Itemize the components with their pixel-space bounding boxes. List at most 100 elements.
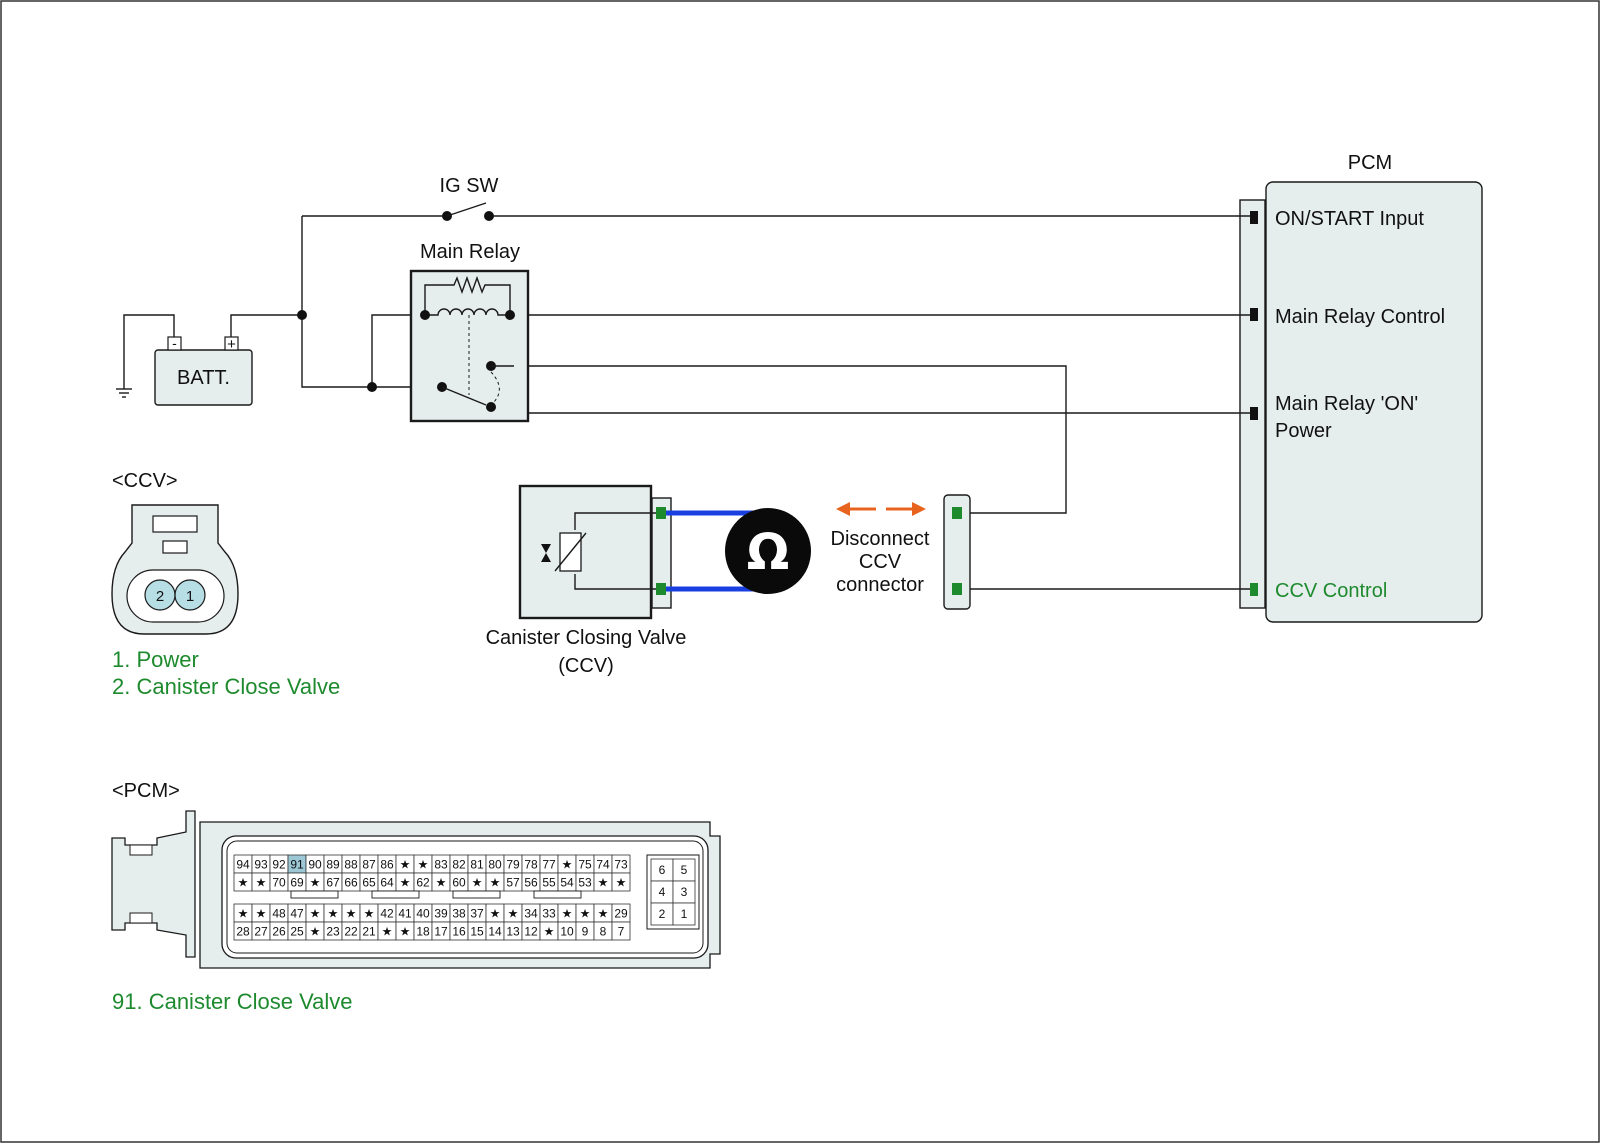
pcm-pin-number: ★: [580, 907, 591, 921]
pcm-pin-number: 18: [416, 925, 430, 939]
pcm-pin-number: 42: [380, 907, 394, 921]
pcm-pin-number: 88: [344, 858, 358, 872]
pcm-pin-number: ★: [616, 876, 627, 890]
pcm-pin-number: 25: [290, 925, 304, 939]
harness-pin-marker: [952, 507, 962, 519]
pcm-pin-number: ★: [382, 925, 393, 939]
pcm-pin-number: 10: [560, 925, 574, 939]
harness-connector-body: [943, 494, 971, 610]
pcm-connector-plug: [111, 810, 196, 958]
ccv-pin-1-label: 1: [186, 588, 194, 605]
pcm-pin-ccv-control: CCV Control: [1275, 580, 1387, 602]
pcm-small-pin-number: 6: [659, 863, 666, 877]
pcm-pin-number: 12: [524, 925, 538, 939]
pcm-pin-number: 23: [326, 925, 340, 939]
main-relay-label: Main Relay: [420, 241, 520, 263]
battery-pos-sign: +: [227, 336, 236, 353]
pcm-pin-number: ★: [400, 858, 411, 872]
pcm-module: PCM ON/START Input Main Relay Control Ma…: [1239, 152, 1483, 623]
pcm-title: PCM: [1348, 152, 1392, 174]
pcm-pin-number: 82: [452, 858, 466, 872]
pcm-pin-number: 41: [398, 907, 412, 921]
pcm-pin-number: 69: [290, 876, 304, 890]
pcm-pin-number: 47: [290, 907, 304, 921]
valve-icon: [541, 544, 551, 562]
pcm-pin-number: ★: [310, 876, 321, 890]
pcm-pin-number: ★: [598, 907, 609, 921]
pcm-pin-relay-control: Main Relay Control: [1275, 306, 1445, 328]
pcm-pin-number: ★: [418, 858, 429, 872]
ccv-body: [518, 484, 653, 620]
disconnect-line3: connector: [836, 574, 924, 596]
pcm-pin-number: 70: [272, 876, 286, 890]
battery: - + BATT.: [154, 335, 253, 406]
ccv-legend-1: 1. Power: [112, 647, 199, 672]
pcm-pin-number: 26: [272, 925, 286, 939]
pcm-connector-legend: 91. Canister Close Valve: [112, 989, 353, 1014]
pcm-pin-number: 66: [344, 876, 358, 890]
pcm-pin-number: 78: [524, 858, 538, 872]
ccv-name-line2: (CCV): [558, 655, 614, 677]
pcm-pin-number: 75: [578, 858, 592, 872]
pcm-pin-number: 34: [524, 907, 538, 921]
pcm-pin-number: 79: [506, 858, 520, 872]
pcm-pin-number: 57: [506, 876, 520, 890]
pcm-pin-marker-ccv: [1250, 583, 1258, 596]
disconnect-line1: Disconnect: [831, 528, 930, 550]
pcm-pin-number: ★: [436, 876, 447, 890]
pcm-pin-number: 8: [600, 925, 607, 939]
ccv-connector-face: <CCV> 2 1 1. Power 2. Canister Close Val…: [111, 470, 340, 699]
pcm-pin-number: 94: [236, 858, 250, 872]
pcm-pin-number: ★: [310, 907, 321, 921]
pcm-pin-number: ★: [490, 876, 501, 890]
ig-switch-label: IG SW: [440, 175, 499, 197]
pcm-pin-on-start: ON/START Input: [1275, 208, 1424, 230]
pcm-pin-number: ★: [310, 925, 321, 939]
pcm-pin-number: 38: [452, 907, 466, 921]
ohmmeter-icon: [725, 508, 811, 594]
pcm-pin-number: 14: [488, 925, 502, 939]
pcm-pin-number: 15: [470, 925, 484, 939]
pcm-pin-number: 37: [470, 907, 484, 921]
disconnect-line2: CCV: [859, 551, 902, 573]
pcm-pin-number: 48: [272, 907, 286, 921]
ccv-legend-2: 2. Canister Close Valve: [112, 674, 340, 699]
pcm-pin-number: 7: [618, 925, 625, 939]
pcm-pin-number: 62: [416, 876, 430, 890]
pcm-pin-number: 86: [380, 858, 394, 872]
pcm-pin-number: 53: [578, 876, 592, 890]
pcm-pin-number: ★: [598, 876, 609, 890]
pcm-pin-relay-on-power-line2: Power: [1275, 420, 1332, 442]
pcm-pin-number: 33: [542, 907, 556, 921]
pcm-small-pin-cell: [672, 902, 696, 926]
ccv-name-line1: Canister Closing Valve: [486, 627, 687, 649]
junction-dot: [297, 310, 307, 320]
pcm-pin-number: 40: [416, 907, 430, 921]
pcm-pin-number: 56: [524, 876, 538, 890]
canister-closing-valve: Canister Closing Valve (CCV): [486, 484, 687, 677]
pcm-pin-number: ★: [400, 876, 411, 890]
pcm-small-pin-number: 5: [681, 863, 688, 877]
pcm-pin-number: 65: [362, 876, 376, 890]
pcm-pin-number: 81: [470, 858, 484, 872]
ground-icon: [116, 314, 175, 398]
pcm-pin-number: 92: [272, 858, 286, 872]
pcm-pin-number: 55: [542, 876, 556, 890]
wires: [230, 215, 1250, 590]
pcm-pin-cell: [611, 872, 631, 892]
ccv-pin-1: [174, 579, 206, 611]
ccv-pin-marker: [656, 583, 666, 595]
pcm-small-pin-number: 4: [659, 885, 666, 899]
pcm-pin-relay-on-power-line1: Main Relay 'ON': [1275, 393, 1418, 415]
ccv-connector-title: <CCV>: [112, 470, 178, 492]
pcm-pin-number: 93: [254, 858, 268, 872]
pcm-pin-number: 17: [434, 925, 448, 939]
main-relay: Main Relay: [409, 241, 530, 423]
ccv-harness-connector: [943, 494, 971, 610]
pcm-pin-marker: [1250, 211, 1258, 224]
pcm-pin-number: ★: [256, 907, 267, 921]
